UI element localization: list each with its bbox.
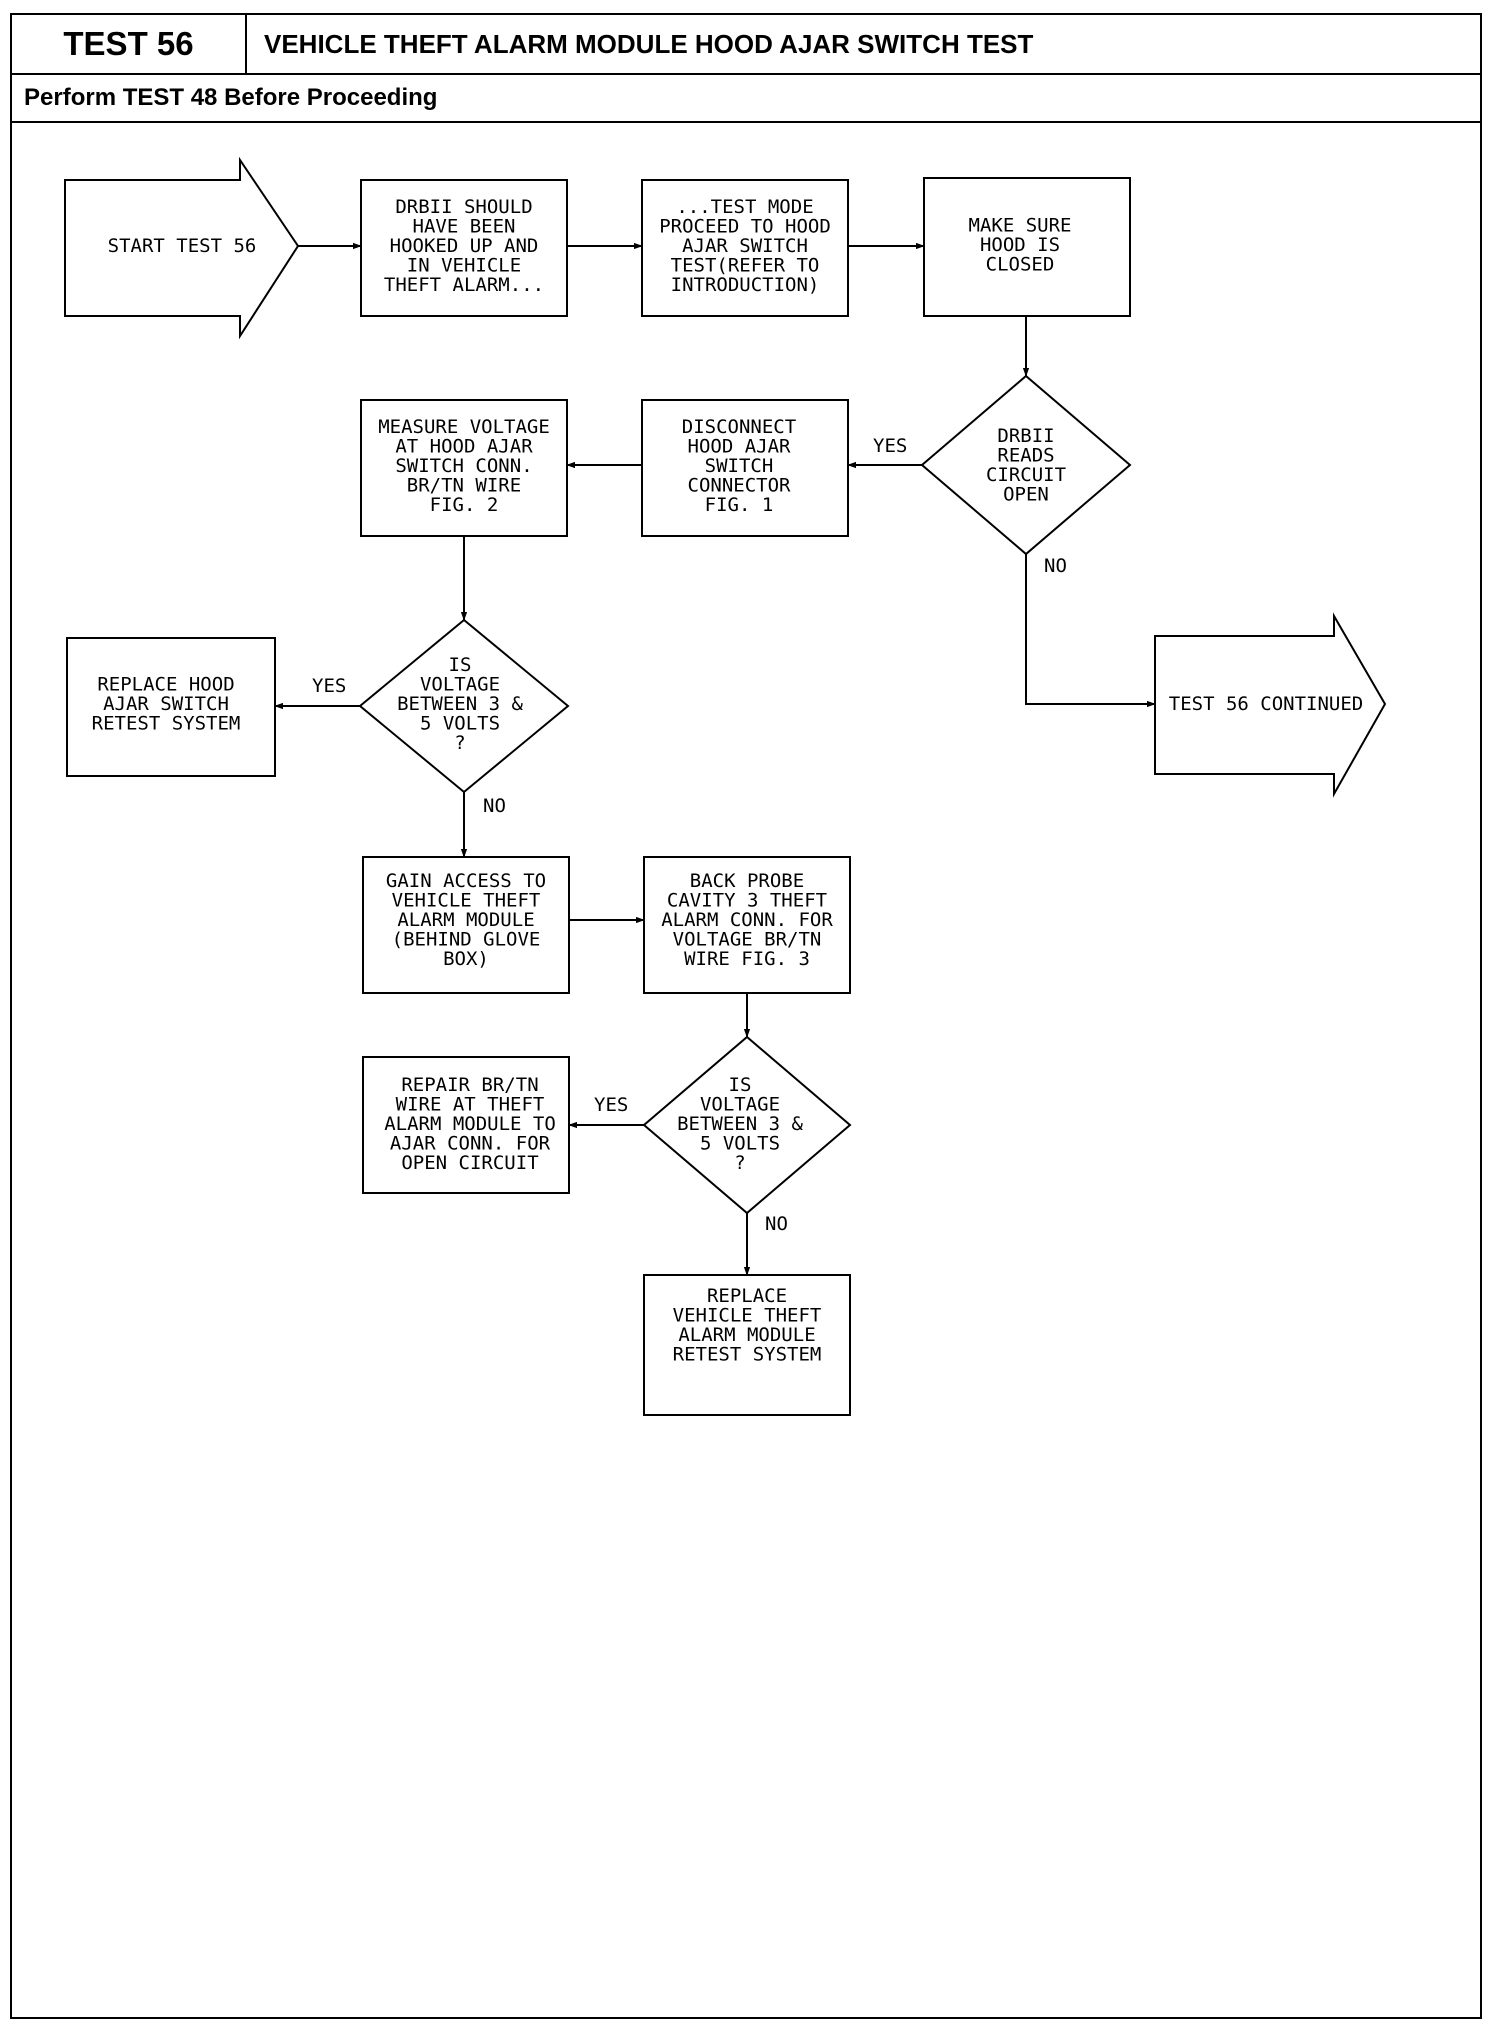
node-text-line: HOOD AJAR [688,436,792,458]
node-text-line: 5 VOLTS [420,713,500,735]
continued-label: TEST 56 CONTINUED [1169,693,1363,715]
node-text-line: AJAR SWITCH [682,235,808,257]
node-text-line: OPEN [1003,483,1049,505]
node-text-line: DRBII SHOULD [395,196,532,218]
test-number: TEST 56 [12,15,247,73]
node-text-line: THEFT ALARM... [384,274,544,296]
node-text-line: 5 VOLTS [700,1133,780,1155]
node-text-line: BR/TN WIRE [407,475,521,497]
node-text-line: FIG. 1 [705,494,774,516]
node-text-line: AT HOOD AJAR [395,436,533,458]
node-text-line: ? [734,1152,745,1174]
node-text-line: VEHICLE THEFT [673,1304,822,1326]
node-text-line: CAVITY 3 THEFT [667,890,827,912]
node-text-line: CLOSED [986,254,1055,276]
node-text-line: VEHICLE THEFT [392,890,541,912]
node-text-line: REPLACE [707,1285,787,1307]
node-text-line: SWITCH CONN. [395,455,532,477]
test-title: VEHICLE THEFT ALARM MODULE HOOD AJAR SWI… [264,29,1034,59]
node-text-line: REPAIR BR/TN [401,1074,538,1096]
yes-label-q1: YES [312,675,346,697]
node-text-line: BETWEEN 3 & [677,1113,803,1135]
continued-arrow-shape [1154,612,1387,798]
node-text-line: WIRE FIG. 3 [684,948,810,970]
page-frame: TEST 56 VEHICLE THEFT ALARM MODULE HOOD … [10,13,1482,2019]
node-text-line: DRBII [997,425,1054,447]
node-text-line: ALARM MODULE [678,1324,815,1346]
no-label-reads: NO [1044,555,1067,577]
node-text-line: BOX) [443,948,489,970]
node-text-line: IS [449,654,472,676]
node-text-line: TEST(REFER TO [671,255,820,277]
node-text-line: HOOD IS [980,234,1060,256]
node-text-line: ...TEST MODE [676,196,813,218]
node-text-line: (BEHIND GLOVE [392,929,541,951]
node-text-line: ALARM MODULE TO [384,1113,556,1135]
node-text-line: FIG. 2 [430,494,499,516]
node-text-line: OPEN CIRCUIT [401,1152,538,1174]
node-text-line: REPLACE HOOD [97,674,234,696]
no-label-q2: NO [765,1213,788,1235]
prerequisite-row: Perform TEST 48 Before Proceeding [12,75,1480,123]
start-arrow-shape [64,156,300,340]
node-text-line: PROCEED TO HOOD [659,216,831,238]
node-text-line: VOLTAGE BR/TN [673,929,822,951]
node-text-line: CIRCUIT [986,464,1066,486]
node-text-line: HOOKED UP AND [390,235,539,257]
node-text-line: IN VEHICLE [407,255,521,277]
node-text-line: CONNECTOR [688,475,792,497]
node-text-line: VOLTAGE [420,674,500,696]
node-text-line: VOLTAGE [700,1094,780,1116]
node-text-line: ALARM CONN. FOR [661,909,833,931]
prerequisite-note: Perform TEST 48 Before Proceeding [24,84,438,111]
node-text-line: SWITCH [705,455,774,477]
node-text-line: READS [997,444,1054,466]
node-text-line: RETEST SYSTEM [92,713,241,735]
node-text-line: AJAR SWITCH [103,693,229,715]
node-text-line: MEASURE VOLTAGE [378,416,550,438]
node-text-line: TEST 56 CONTINUED [1169,693,1363,715]
no-label-q1: NO [483,795,506,817]
node-text-line: ? [454,732,465,754]
node-text-line: INTRODUCTION) [671,274,820,296]
node-text-line: BACK PROBE [690,870,804,892]
header-row: TEST 56 VEHICLE THEFT ALARM MODULE HOOD … [12,15,1480,75]
yes-label-q2: YES [594,1094,628,1116]
node-text-line: HAVE BEEN [413,216,516,238]
node-text-line: IS [729,1074,752,1096]
node-text-line: WIRE AT THEFT [396,1094,545,1116]
node-text-line: RETEST SYSTEM [673,1343,822,1365]
node-text-line: BETWEEN 3 & [397,693,523,715]
node-text-line: GAIN ACCESS TO [386,870,546,892]
node-text-line: DISCONNECT [682,416,796,438]
start-label: START TEST 56 [108,235,257,257]
node-text-line: ALARM MODULE [397,909,534,931]
node-text-line: START TEST 56 [108,235,257,257]
node-text-line: AJAR CONN. FOR [390,1133,551,1155]
connector-reads-no [1025,554,1156,708]
node-text-line: MAKE SURE [969,215,1072,237]
yes-label-reads: YES [873,435,907,457]
